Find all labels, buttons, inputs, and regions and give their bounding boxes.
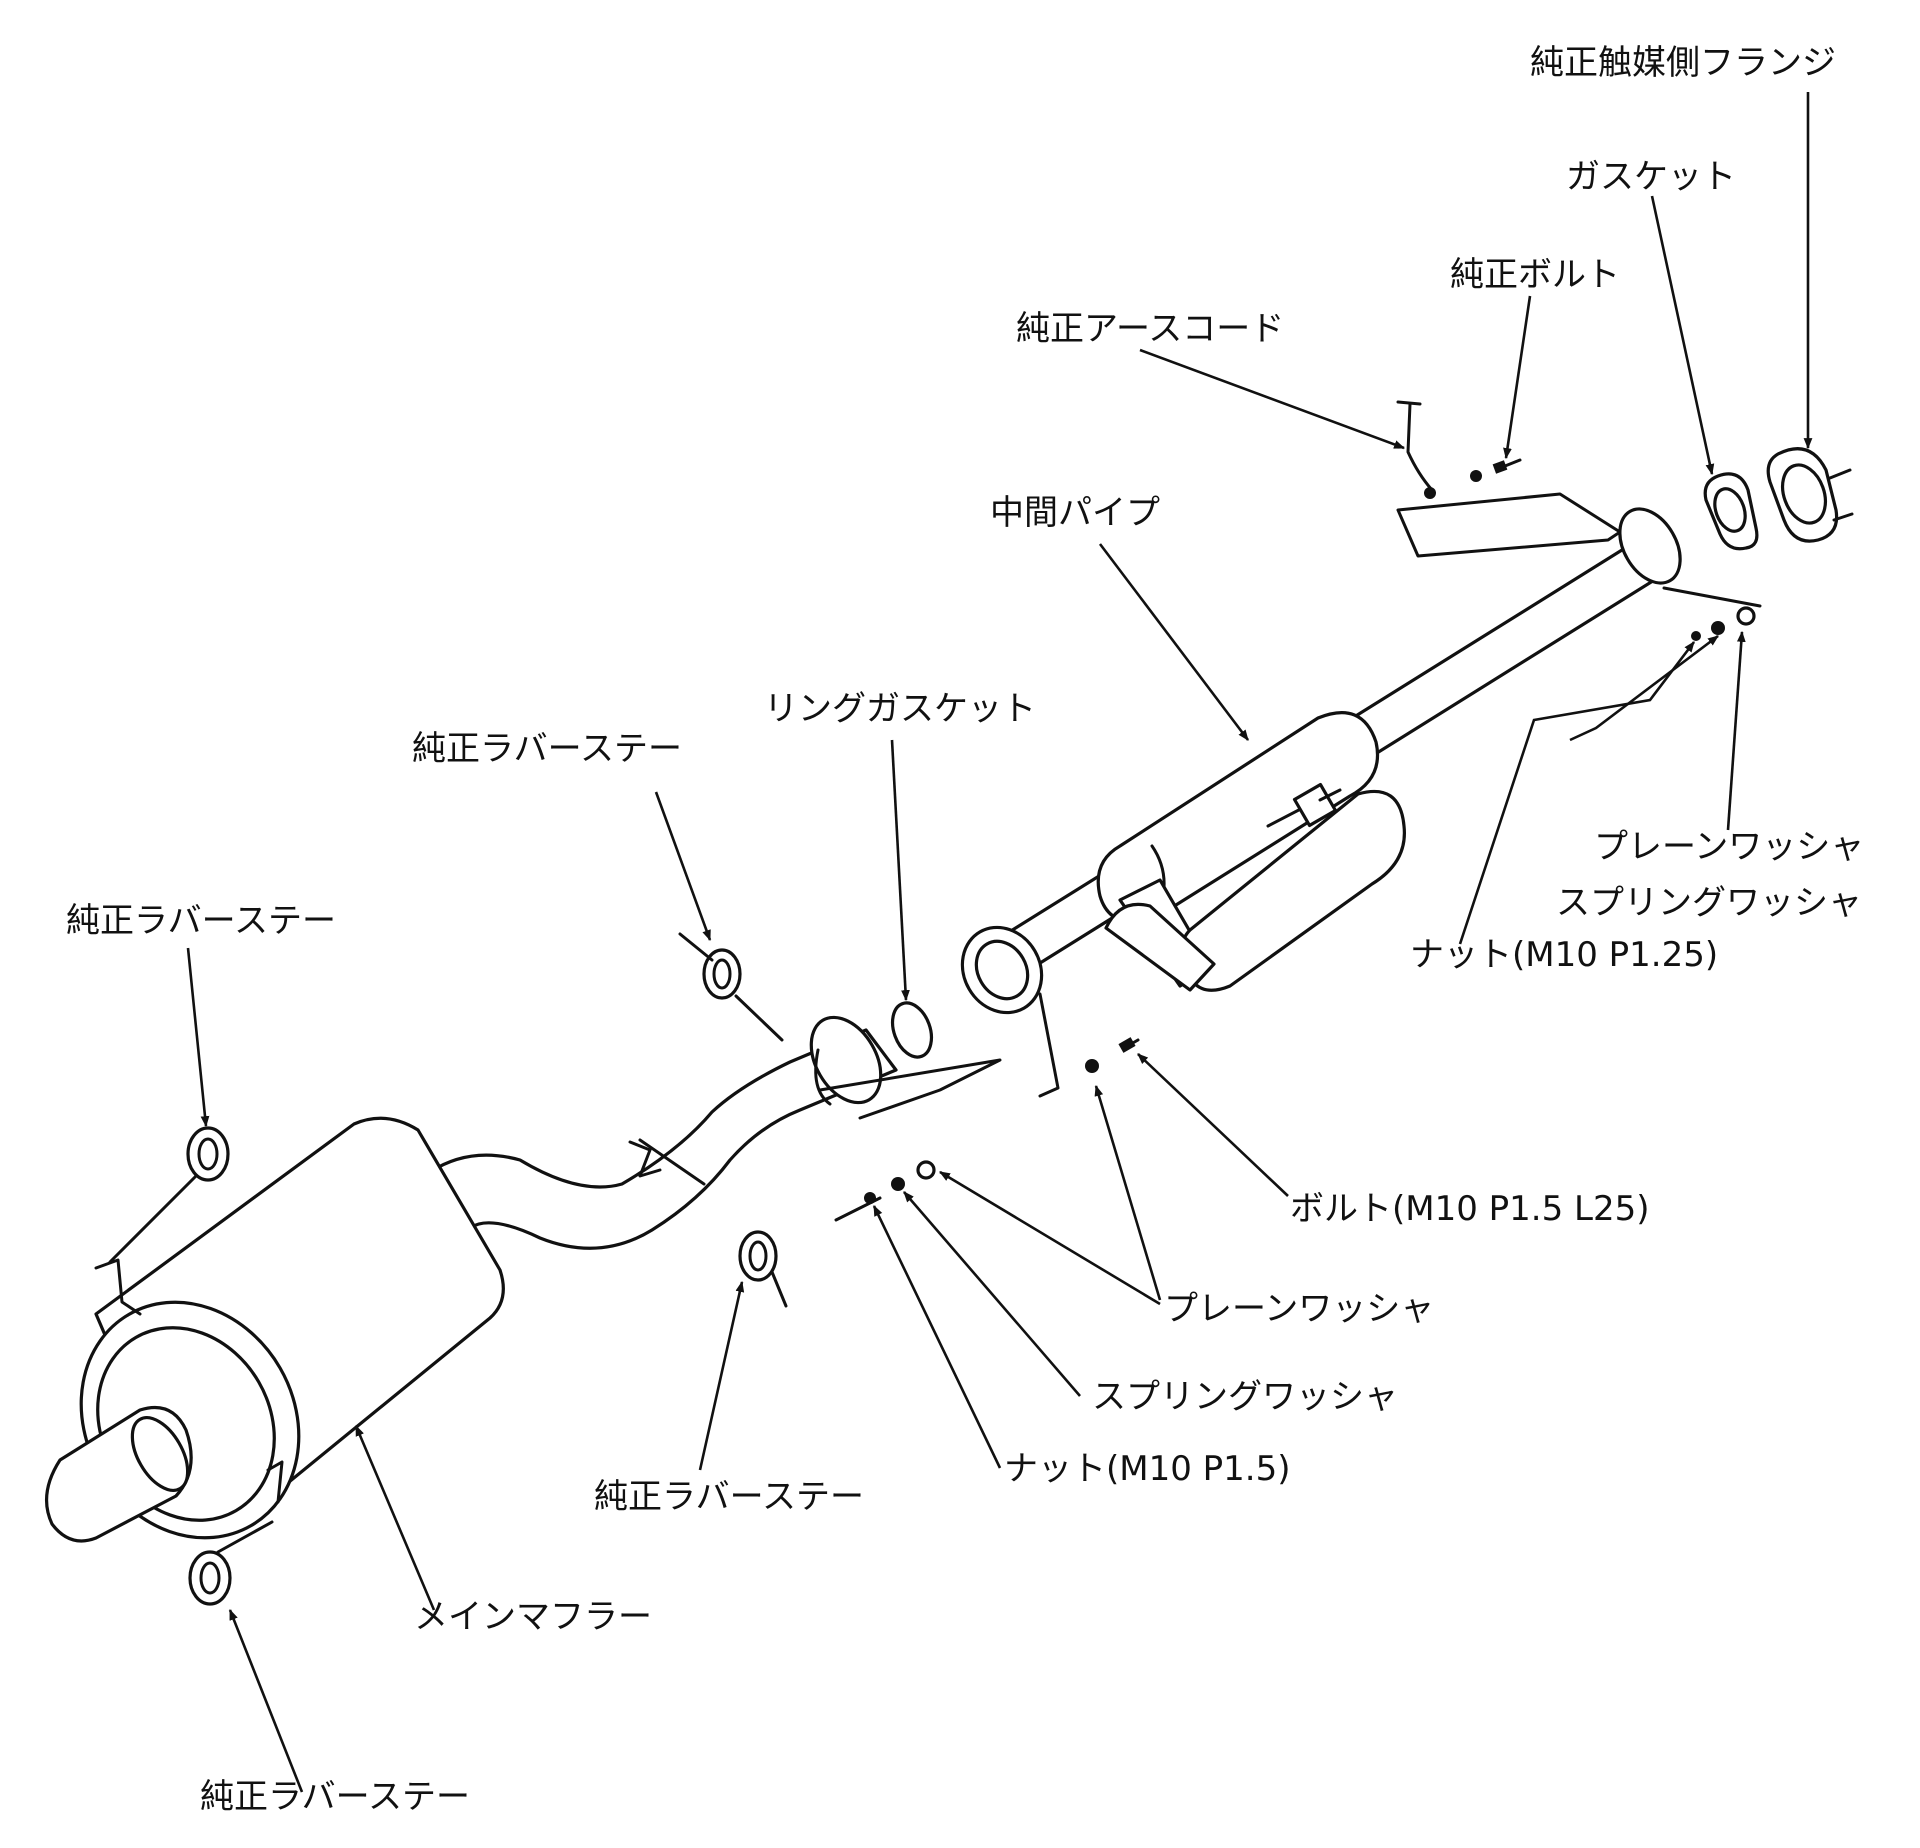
label-gasket: ガスケット <box>1566 157 1736 197</box>
label-catalyst-flange: 純正触媒側フランジ <box>1530 43 1836 83</box>
label-nut-m10-p15: ナット(M10 P1.5) <box>1004 1449 1291 1489</box>
center-pipe <box>960 492 1682 1015</box>
catalyst-flange <box>1766 447 1854 543</box>
rubber-stays <box>108 932 788 1606</box>
main-muffler-shape <box>45 1116 505 1543</box>
ring-gasket <box>890 1001 934 1059</box>
rubber-stay-left <box>108 1126 230 1264</box>
ground-cord-and-bolt <box>1396 400 1522 499</box>
rubber-stay-top <box>678 932 784 1042</box>
lower-fasteners <box>834 1160 936 1222</box>
label-bolt-m10: ボルト(M10 P1.5 L25) <box>1290 1189 1650 1229</box>
front-fasteners <box>1662 586 1762 641</box>
front-gasket <box>1703 472 1759 551</box>
tail-pipe <box>428 1015 1002 1250</box>
label-nut-m10-p125: ナット(M10 P1.25) <box>1410 935 1718 975</box>
label-spring-washer-lower: スプリングワッシャ <box>1092 1377 1398 1417</box>
label-rubber-stay-bottom: 純正ラバーステー <box>200 1777 470 1817</box>
label-main-muffler: メインマフラー <box>414 1597 652 1637</box>
leader-lines <box>186 92 1813 1793</box>
callout-labels: 純正触媒側フランジ ガスケット 純正ボルト 純正アースコード 中間パイプ リング… <box>66 43 1864 1817</box>
label-rubber-stay-mid: 純正ラバーステー <box>594 1477 864 1517</box>
mid-fasteners <box>1038 992 1140 1098</box>
label-rubber-stay-left: 純正ラバーステー <box>66 901 336 941</box>
label-plain-washer-lower: プレーンワッシャ <box>1164 1289 1434 1329</box>
label-spring-washer-upper: スプリングワッシャ <box>1556 883 1862 923</box>
label-rubber-stay-top: 純正ラバーステー <box>412 729 682 769</box>
parts-drawing <box>45 400 1854 1606</box>
label-plain-washer-upper: プレーンワッシャ <box>1594 827 1864 867</box>
label-center-pipe: 中間パイプ <box>990 493 1160 533</box>
label-stock-bolt: 純正ボルト <box>1450 255 1620 295</box>
rubber-stay-bottom <box>188 1520 274 1606</box>
rubber-stay-mid <box>738 1230 788 1308</box>
label-ground-cord: 純正アースコード <box>1016 309 1284 349</box>
label-ring-gasket: リングガスケット <box>764 689 1036 729</box>
